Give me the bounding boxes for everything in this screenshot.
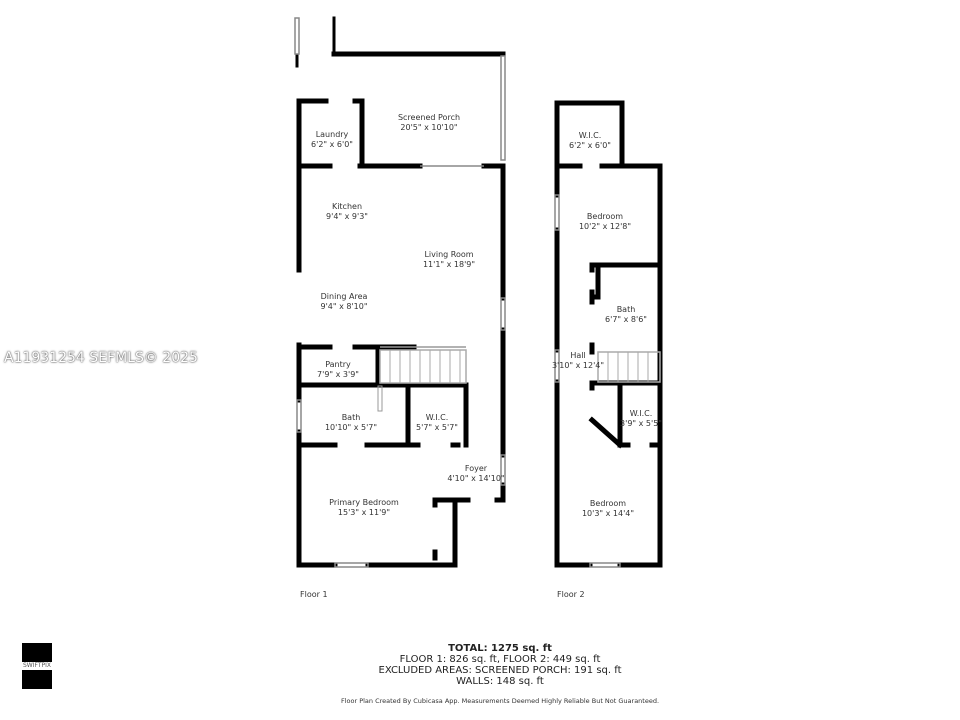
floor-2-stairs xyxy=(607,352,649,382)
floor-1-label: Floor 1 xyxy=(300,590,328,599)
disclaimer: Floor Plan Created By Cubicasa App. Meas… xyxy=(340,697,660,705)
swiftpix-logo: SWIFTPIX xyxy=(22,643,52,689)
excluded-areas: EXCLUDED AREAS: SCREENED PORCH: 191 sq. … xyxy=(378,665,622,676)
floor-2-walls xyxy=(554,100,663,568)
floor-1-stairs xyxy=(377,350,461,412)
area-summary: TOTAL: 1275 sq. ft FLOOR 1: 826 sq. ft, … xyxy=(379,643,622,687)
room-label-wic-lower: W.I.C.3'9" x 5'5" xyxy=(620,409,662,428)
room-label-wic-upper: W.I.C.6'2" x 6'0" xyxy=(569,131,611,150)
floor-1-windows xyxy=(294,17,506,568)
floor-2-label: Floor 2 xyxy=(557,590,585,599)
mls-watermark: A11931254 SEFMLS© 2025 xyxy=(4,350,198,366)
floor-areas: FLOOR 1: 826 sq. ft, FLOOR 2: 449 sq. ft xyxy=(399,654,601,665)
floor-2-windows xyxy=(554,194,661,568)
room-label-wic: W.I.C.5'7" x 5'7" xyxy=(416,413,458,432)
total-area: TOTAL: 1275 sq. ft xyxy=(448,643,552,654)
walls-area: WALLS: 148 sq. ft xyxy=(456,676,544,687)
floor-1-walls xyxy=(295,16,506,568)
